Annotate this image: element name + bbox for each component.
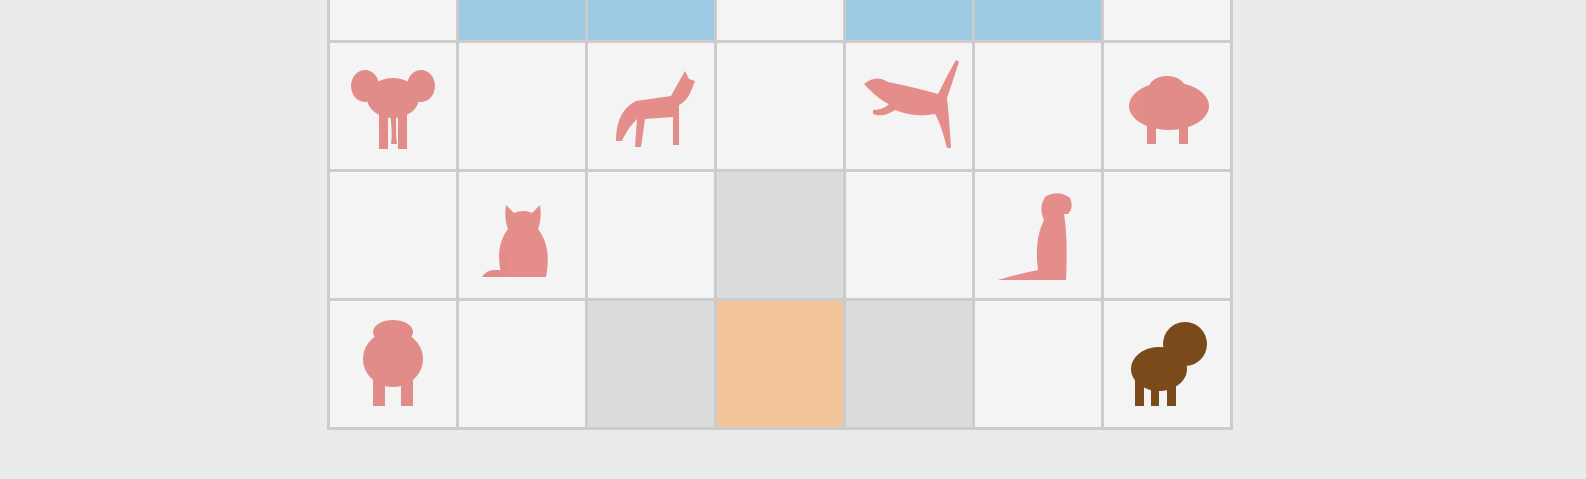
board-cell-r1-c1[interactable]	[459, 43, 585, 169]
board-cell-r0-c3[interactable]	[717, 0, 843, 40]
board-cell-r3-c3[interactable]	[717, 301, 843, 427]
board-cell-r1-c4[interactable]	[846, 43, 972, 169]
board-cell-r2-c3[interactable]	[717, 172, 843, 298]
board-cell-r1-c5[interactable]	[975, 43, 1101, 169]
cat-icon	[472, 185, 572, 285]
board-cell-r2-c6[interactable]	[1104, 172, 1230, 298]
lion-icon	[1117, 314, 1217, 414]
board-cell-r1-c0[interactable]	[330, 43, 456, 169]
board-cell-r3-c4[interactable]	[846, 301, 972, 427]
board-cell-r2-c1[interactable]	[459, 172, 585, 298]
cheetah-icon	[859, 56, 959, 156]
board-cell-r1-c3[interactable]	[717, 43, 843, 169]
hippo-icon	[1117, 56, 1217, 156]
board-cell-r3-c2[interactable]	[588, 301, 714, 427]
board-cell-r3-c1[interactable]	[459, 301, 585, 427]
board-cell-r2-c5[interactable]	[975, 172, 1101, 298]
dog-icon	[988, 185, 1088, 285]
board-cell-r2-c4[interactable]	[846, 172, 972, 298]
board-cell-r0-c1[interactable]	[459, 0, 585, 40]
board-cell-r0-c2[interactable]	[588, 0, 714, 40]
board-cell-r3-c5[interactable]	[975, 301, 1101, 427]
board-cell-r2-c0[interactable]	[330, 172, 456, 298]
tiger-icon	[343, 314, 443, 414]
board-cell-r3-c0[interactable]	[330, 301, 456, 427]
game-board	[327, 0, 1233, 430]
board-cell-r0-c6[interactable]	[1104, 0, 1230, 40]
board-cell-r1-c2[interactable]	[588, 43, 714, 169]
board-cell-r3-c6[interactable]	[1104, 301, 1230, 427]
board-cell-r0-c4[interactable]	[846, 0, 972, 40]
elephant-icon	[343, 56, 443, 156]
board-cell-r0-c5[interactable]	[975, 0, 1101, 40]
board-cell-r2-c2[interactable]	[588, 172, 714, 298]
board-cell-r0-c0[interactable]	[330, 0, 456, 40]
board-cell-r1-c6[interactable]	[1104, 43, 1230, 169]
wolf-icon	[601, 56, 701, 156]
